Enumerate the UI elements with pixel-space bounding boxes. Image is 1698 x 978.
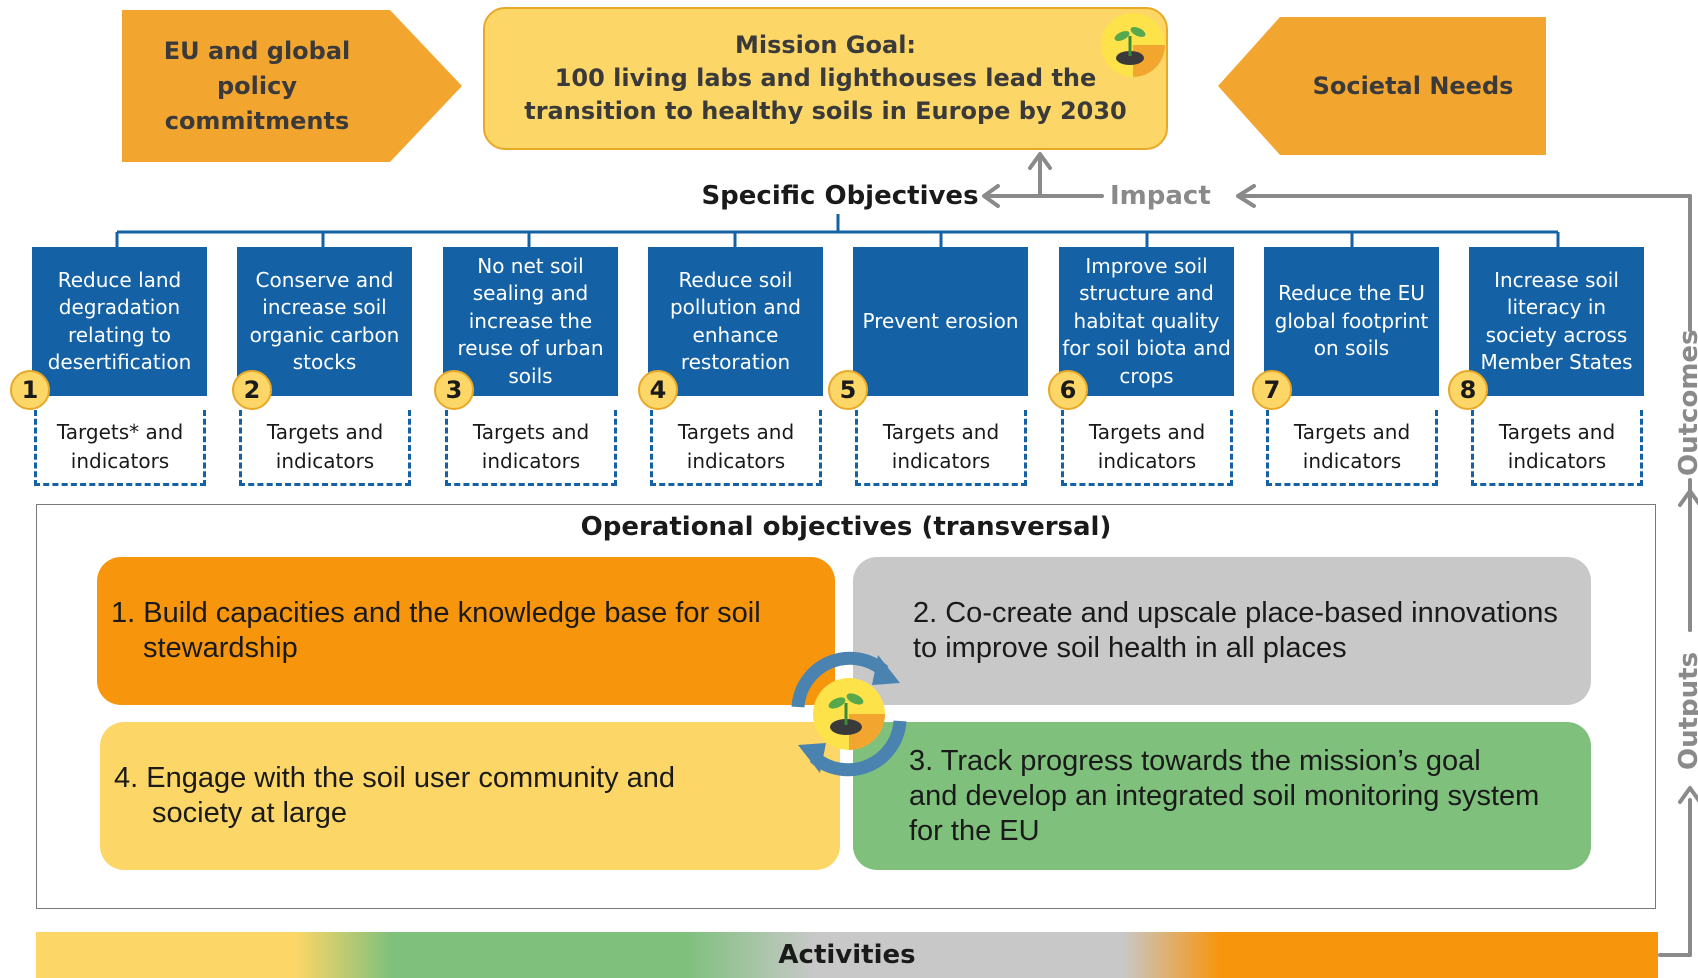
- operational-objective-4-line-1: 4. Engage with the soil user community a…: [114, 762, 675, 794]
- mission-goal-title: Mission Goal:: [734, 31, 917, 59]
- objective-6-box: Improve soil structure and habitat quali…: [1059, 247, 1234, 396]
- objective-3-box: No net soil sealing and increase the reu…: [443, 247, 618, 396]
- plant-soil-icon: [1101, 13, 1165, 77]
- operational-objective-3-line-2: and develop an integrated soil monitorin…: [909, 779, 1540, 812]
- specific-objectives-title: Specific Objectives: [701, 181, 979, 211]
- objective-2-number: 2: [232, 370, 272, 410]
- societal-needs-label: Societal Needs: [1312, 71, 1514, 100]
- objective-4-number: 4: [638, 370, 678, 410]
- objective-5-number: 5: [828, 370, 868, 410]
- objective-8-targets: Targets and indicators: [1471, 410, 1643, 486]
- objective-1-number: 1: [10, 370, 50, 410]
- operational-objective-2-line-1: 2. Co-create and upscale place-based inn…: [913, 597, 1558, 629]
- operational-objective-4: 4. Engage with the soil user community a…: [100, 722, 840, 870]
- operational-objective-2-line-2: to improve soil health in all places: [913, 632, 1347, 664]
- outputs-label: Outputs: [1674, 651, 1698, 770]
- operational-objective-1-line-1: 1. Build capacities and the knowledge ba…: [111, 597, 761, 629]
- mission-goal-text: 100 living labs and lighthouses lead the…: [524, 64, 1127, 125]
- objective-3-targets: Targets and indicators: [445, 410, 617, 486]
- policy-commitments-label: EU and global policy commitments: [163, 36, 351, 135]
- operational-objective-3-line-1: 3. Track progress towards the mission’s …: [909, 744, 1481, 777]
- objective-5-targets: Targets and indicators: [855, 410, 1027, 486]
- objective-3-number: 3: [434, 370, 474, 410]
- objective-4-targets: Targets and indicators: [650, 410, 822, 486]
- operational-objectives-frame: [36, 504, 1656, 909]
- operational-objective-3: 3. Track progress towards the mission’s …: [853, 722, 1591, 870]
- operational-objective-1-line-2: stewardship: [143, 632, 298, 664]
- mission-goal-box: Mission Goal: 100 living labs and lighth…: [483, 7, 1168, 150]
- objective-6-number: 6: [1048, 370, 1088, 410]
- activities-label: Activities: [778, 940, 916, 970]
- societal-needs-banner: Societal Needs: [1218, 17, 1546, 155]
- objective-7-targets: Targets and indicators: [1266, 410, 1438, 486]
- objective-8-number: 8: [1448, 370, 1488, 410]
- objective-1-box: Reduce land degradation relating to dese…: [32, 247, 207, 396]
- operational-objective-4-line-2: society at large: [152, 797, 348, 829]
- impact-label: Impact: [1110, 181, 1211, 211]
- outcomes-label: Outcomes: [1674, 329, 1698, 476]
- objective-2-box: Conserve and increase soil organic carbo…: [237, 247, 412, 396]
- operational-objective-1: 1. Build capacities and the knowledge ba…: [97, 557, 835, 705]
- objective-7-box: Reduce the EU global footprint on soils: [1264, 247, 1439, 396]
- banner-shape: [1218, 17, 1546, 155]
- policy-commitments-banner: EU and global policy commitments: [122, 10, 462, 162]
- objective-8-box: Increase soil literacy in society across…: [1469, 247, 1644, 396]
- objective-4-box: Reduce soil pollution and enhance restor…: [648, 247, 823, 396]
- operational-objectives-title: Operational objectives (transversal): [580, 512, 1112, 542]
- objective-5-box: Prevent erosion: [853, 247, 1028, 396]
- operational-objective-3-line-3: for the EU: [909, 814, 1040, 847]
- objective-1-targets: Targets* and indicators: [34, 410, 206, 486]
- objective-6-targets: Targets and indicators: [1061, 410, 1233, 486]
- operational-objective-2: 2. Co-create and upscale place-based inn…: [853, 557, 1591, 705]
- objective-2-targets: Targets and indicators: [239, 410, 411, 486]
- banner-shape: [122, 10, 462, 162]
- objective-7-number: 7: [1252, 370, 1292, 410]
- cycle-arrows-icon: [791, 651, 907, 777]
- activities-bar: Activities: [36, 932, 1658, 978]
